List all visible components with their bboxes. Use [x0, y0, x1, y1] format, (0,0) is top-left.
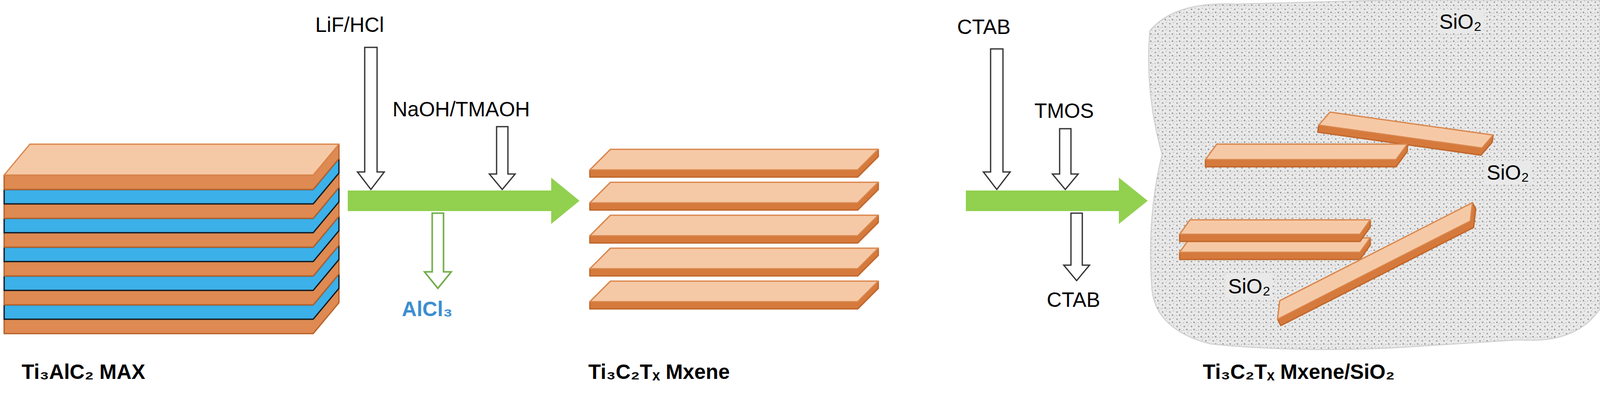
mxene-flake [589, 281, 879, 310]
output-arrow [1063, 213, 1090, 281]
layer-edge [589, 149, 879, 178]
mxene-flake [589, 149, 879, 178]
layer-face [4, 144, 339, 176]
matrix-label: SiO₂ [1484, 160, 1531, 185]
layer-edge [1270, 202, 1483, 327]
reagent-label: LiF/HCl [315, 12, 384, 37]
reagent-label: NaOH/TMAOH [392, 97, 531, 122]
mxene-flake [1270, 202, 1483, 327]
layer-face [589, 281, 879, 302]
layer-edge [1179, 219, 1371, 242]
reagent-label: TMOS [1034, 98, 1095, 123]
layer-face [1179, 219, 1371, 235]
layer-edge [589, 281, 879, 310]
stage-label: Ti₃AlC₂ MAX [21, 360, 146, 384]
layer-face [589, 182, 879, 203]
stage-label: AlCl₃ [401, 297, 453, 321]
stage-label: Ti₃C₂Tₓ Mxene/SiO₂ [1202, 360, 1395, 384]
layer-edge [1205, 144, 1408, 167]
input-arrow [357, 47, 385, 190]
input-arrow [983, 48, 1011, 190]
process-arrow [347, 177, 580, 225]
input-arrow [489, 126, 516, 190]
mxene-flake [589, 182, 879, 211]
max-phase-stack [4, 144, 339, 334]
mxene-flake [589, 248, 879, 277]
stage-label: Ti₃C₂Tₓ Mxene [588, 360, 730, 384]
input-arrow [1052, 128, 1079, 190]
reagent-label: CTAB [957, 14, 1011, 39]
reagent-label: CTAB [1046, 287, 1101, 312]
layer-face [1205, 144, 1408, 160]
matrix-label: SiO₂ [1437, 9, 1484, 34]
byproduct-arrow [424, 213, 452, 289]
mxene-flake [1205, 144, 1408, 167]
layer-edge [589, 215, 879, 244]
layer-face [589, 248, 879, 269]
layer-edge [4, 144, 339, 190]
layer-edge [589, 182, 879, 211]
layer-face [1270, 202, 1480, 320]
layer-edge [589, 248, 879, 277]
layer-face [589, 215, 879, 236]
layer-face [589, 149, 879, 170]
mxene-flake [589, 215, 879, 244]
silica-matrix [1148, 0, 1600, 350]
mxene-flake [1179, 219, 1371, 242]
matrix-label: SiO₂ [1226, 274, 1273, 299]
